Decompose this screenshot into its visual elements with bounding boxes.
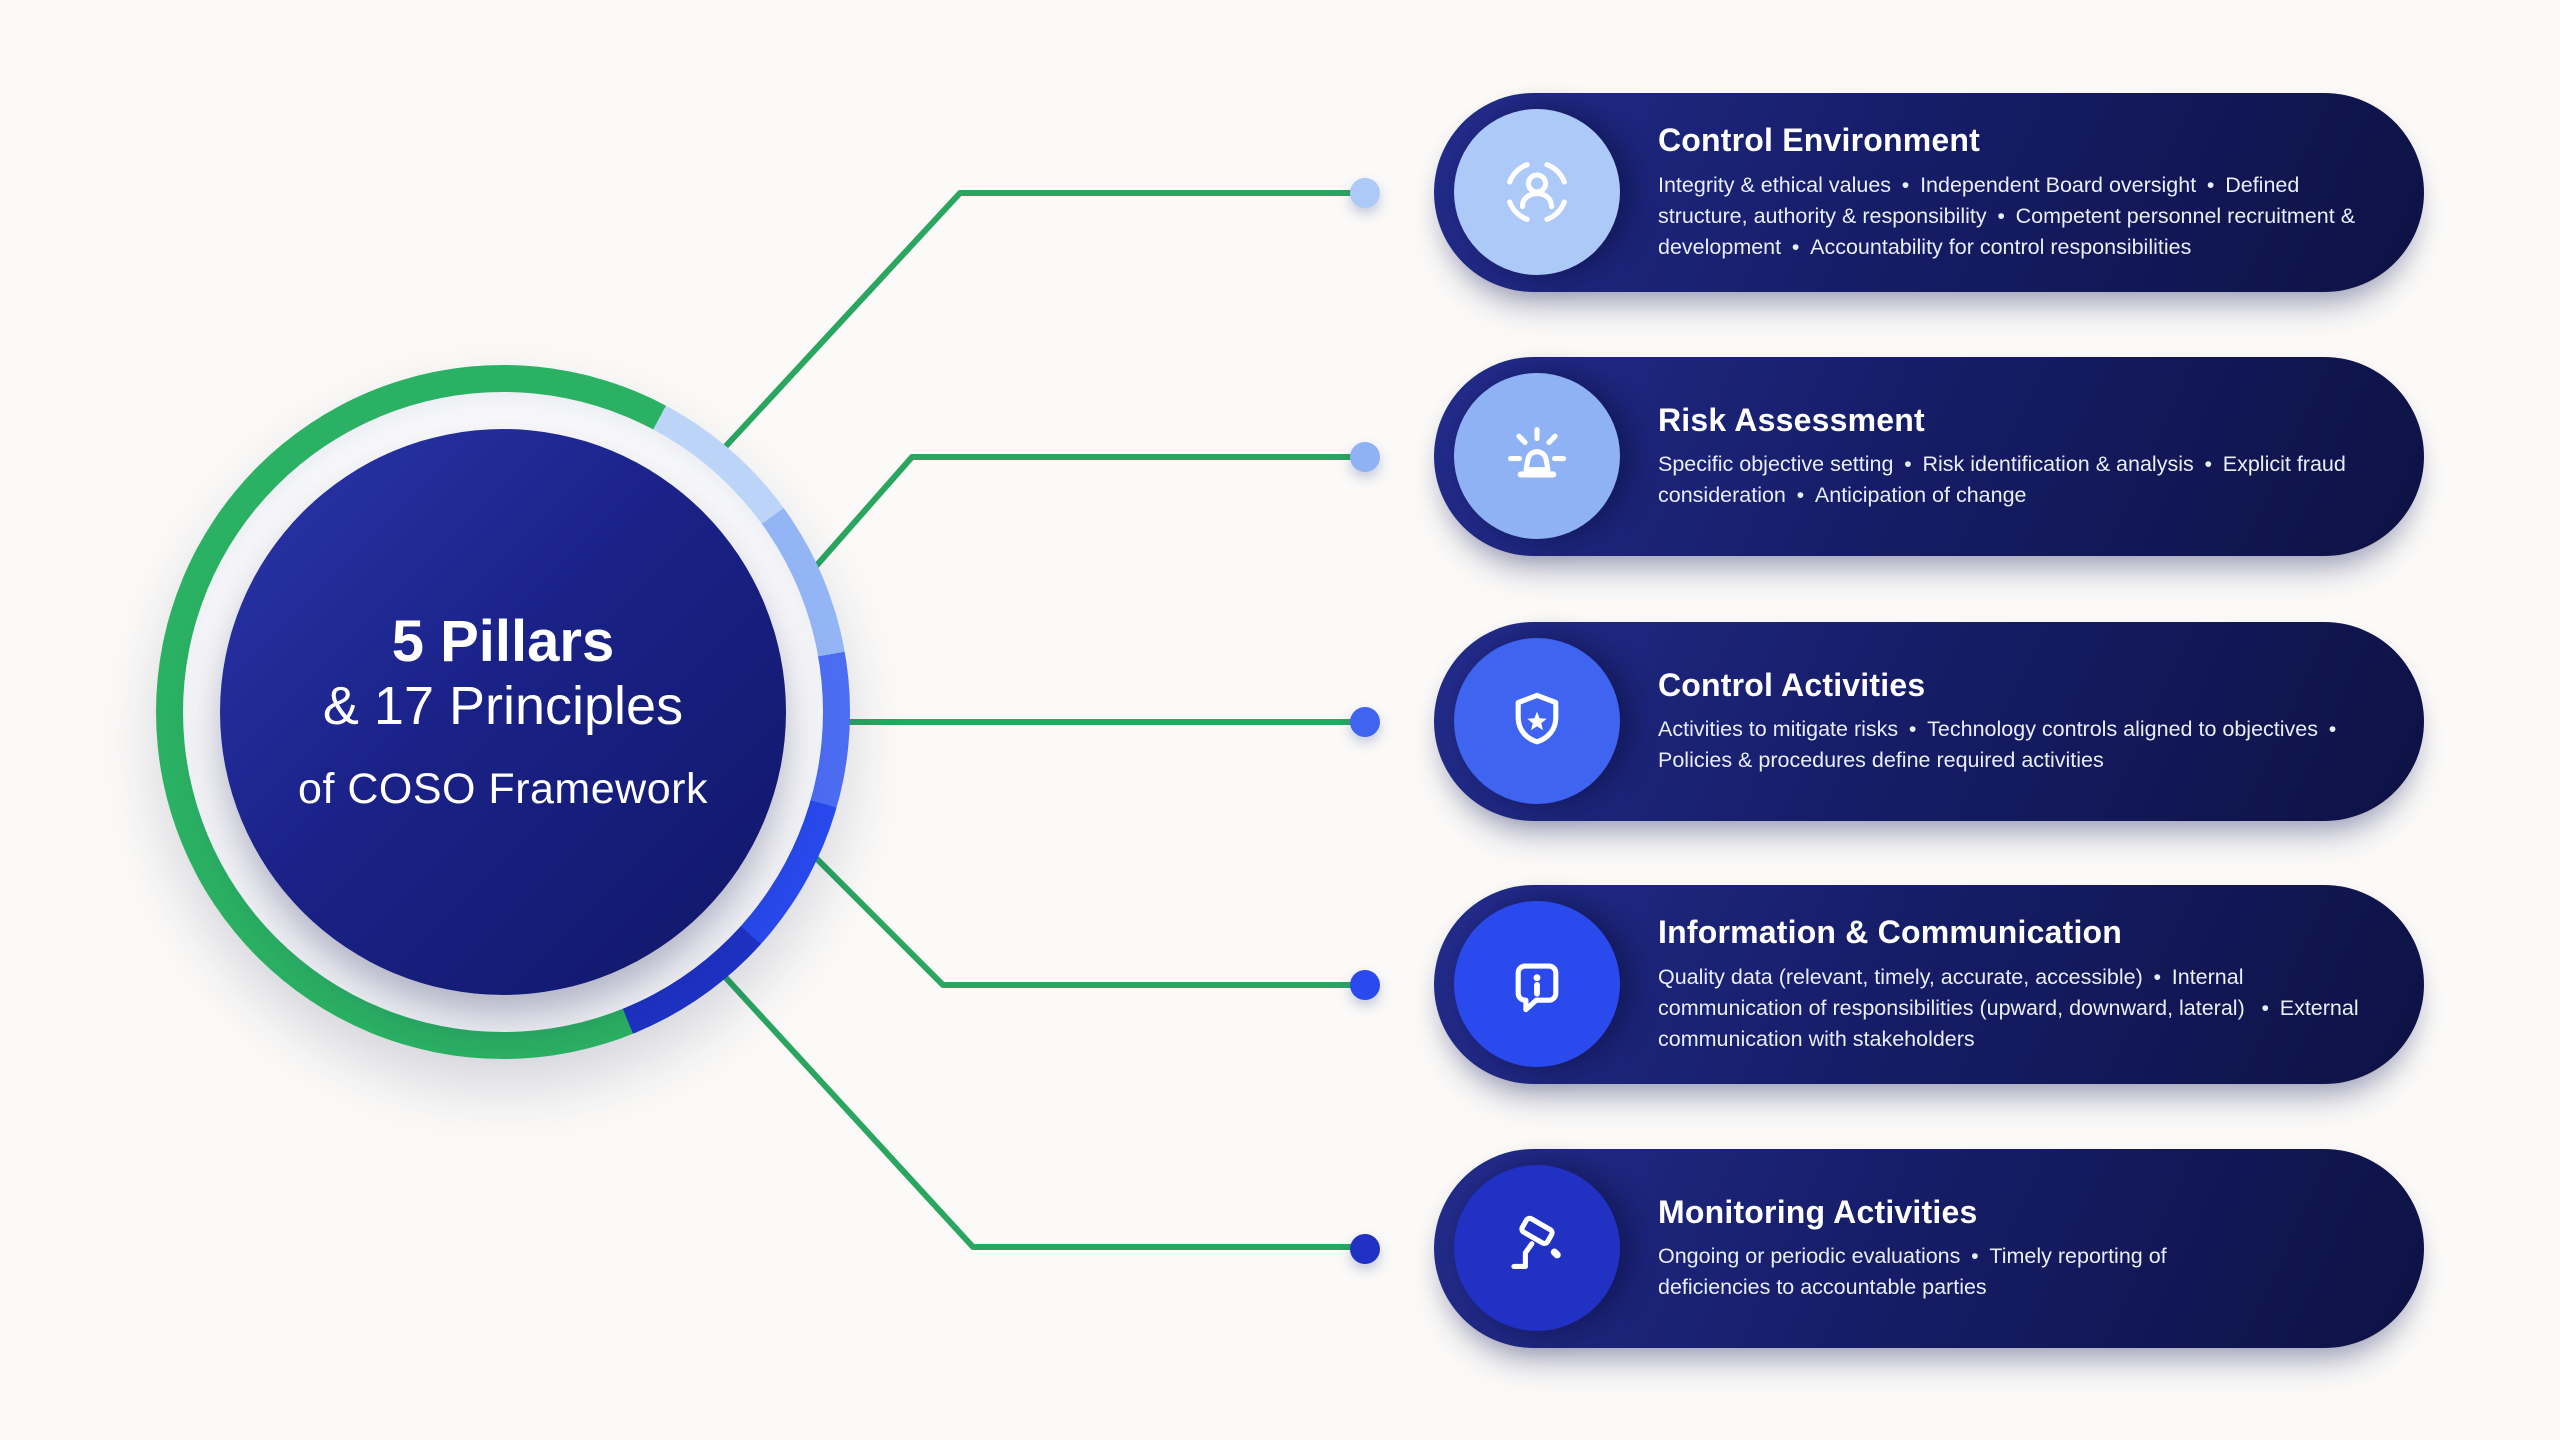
connector-line-1 [723,190,1368,449]
pillar-card-control-environment: Control Environment Integrity & ethical … [1434,93,2424,292]
connector-dot-2 [1350,442,1380,472]
pillar-card-information-communication: Information & Communication Quality data… [1434,885,2424,1084]
card-title: Information & Communication [1658,914,2123,951]
card-title: Control Activities [1658,666,1926,703]
card-body: Ongoing or periodic evaluations • Timely… [1658,1244,2167,1300]
connector-dot-1 [1350,178,1380,208]
card-body: Specific objective setting • Risk identi… [1658,452,2346,508]
hub-subtitle: of COSO Framework [298,764,708,813]
hub-core: 5 Pillars & 17 Principles of COSO Framew… [220,429,786,995]
hub-title-line2: & 17 Principles [322,676,684,737]
card-body: Activities to mitigate risks • Technolog… [1658,717,2348,773]
connector-dot-5 [1350,1234,1380,1264]
connector-dot-3 [1350,707,1380,737]
connector-line-4 [814,856,1368,988]
central-hub: 5 Pillars & 17 Principles of COSO Framew… [156,365,850,1059]
connector-line-5 [723,975,1368,1250]
card-body: Quality data (relevant, timely, accurate… [1658,964,2359,1051]
pillar-card-control-activities: Control Activities Activities to mitigat… [1434,622,2424,821]
chat-info-icon [1454,901,1620,1067]
card-title: Risk Assessment [1658,401,1925,438]
connector-line-2 [814,454,1368,568]
shield-star-icon [1454,638,1620,804]
card-body: Integrity & ethical values • Independent… [1658,172,2356,259]
siren-icon [1454,373,1620,539]
card-title: Control Environment [1658,122,1981,159]
hub-title-line1: 5 Pillars [391,609,615,675]
connector-dot-4 [1350,970,1380,1000]
pillar-card-risk-assessment: Risk Assessment Specific objective setti… [1434,357,2424,556]
card-title: Monitoring Activities [1658,1193,1978,1230]
pillar-card-monitoring-activities: Monitoring Activities Ongoing or periodi… [1434,1149,2424,1348]
cctv-icon [1454,1165,1620,1331]
user-focus-icon [1454,109,1620,275]
